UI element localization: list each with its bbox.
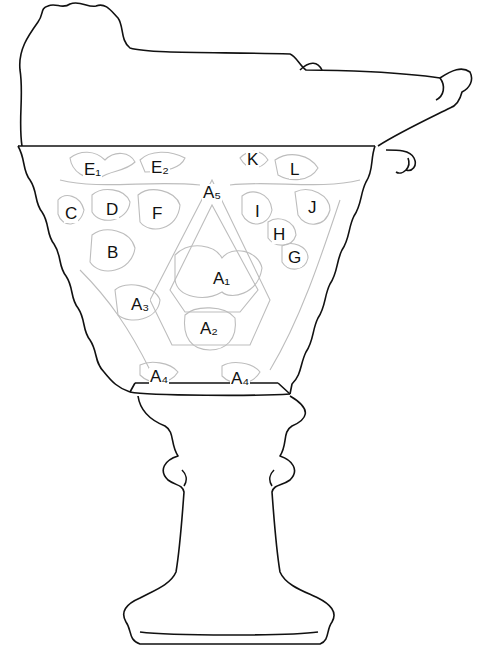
part-letter: A₂ bbox=[199, 320, 219, 338]
part-letter: I bbox=[254, 203, 261, 221]
part-letter: A₅ bbox=[202, 184, 222, 202]
ornament bbox=[58, 151, 360, 383]
part-letter: A₃ bbox=[130, 296, 150, 314]
part-letter: B bbox=[106, 244, 119, 262]
part-letter: E₁ bbox=[83, 161, 102, 179]
part-letter: G bbox=[287, 249, 302, 267]
part-letter: K bbox=[246, 151, 259, 169]
part-letter: A₁ bbox=[212, 270, 231, 288]
part-letter: A₄ bbox=[149, 368, 169, 386]
part-letter: F bbox=[151, 205, 163, 223]
part-letter: A₄ bbox=[230, 370, 250, 388]
part-letter: D bbox=[105, 201, 119, 219]
part-letter: C bbox=[64, 205, 78, 223]
part-letter: J bbox=[307, 199, 318, 217]
ewer-outline bbox=[18, 3, 472, 644]
part-letter: H bbox=[272, 226, 286, 244]
part-letter: E₂ bbox=[150, 159, 170, 177]
part-letter: L bbox=[289, 161, 300, 179]
